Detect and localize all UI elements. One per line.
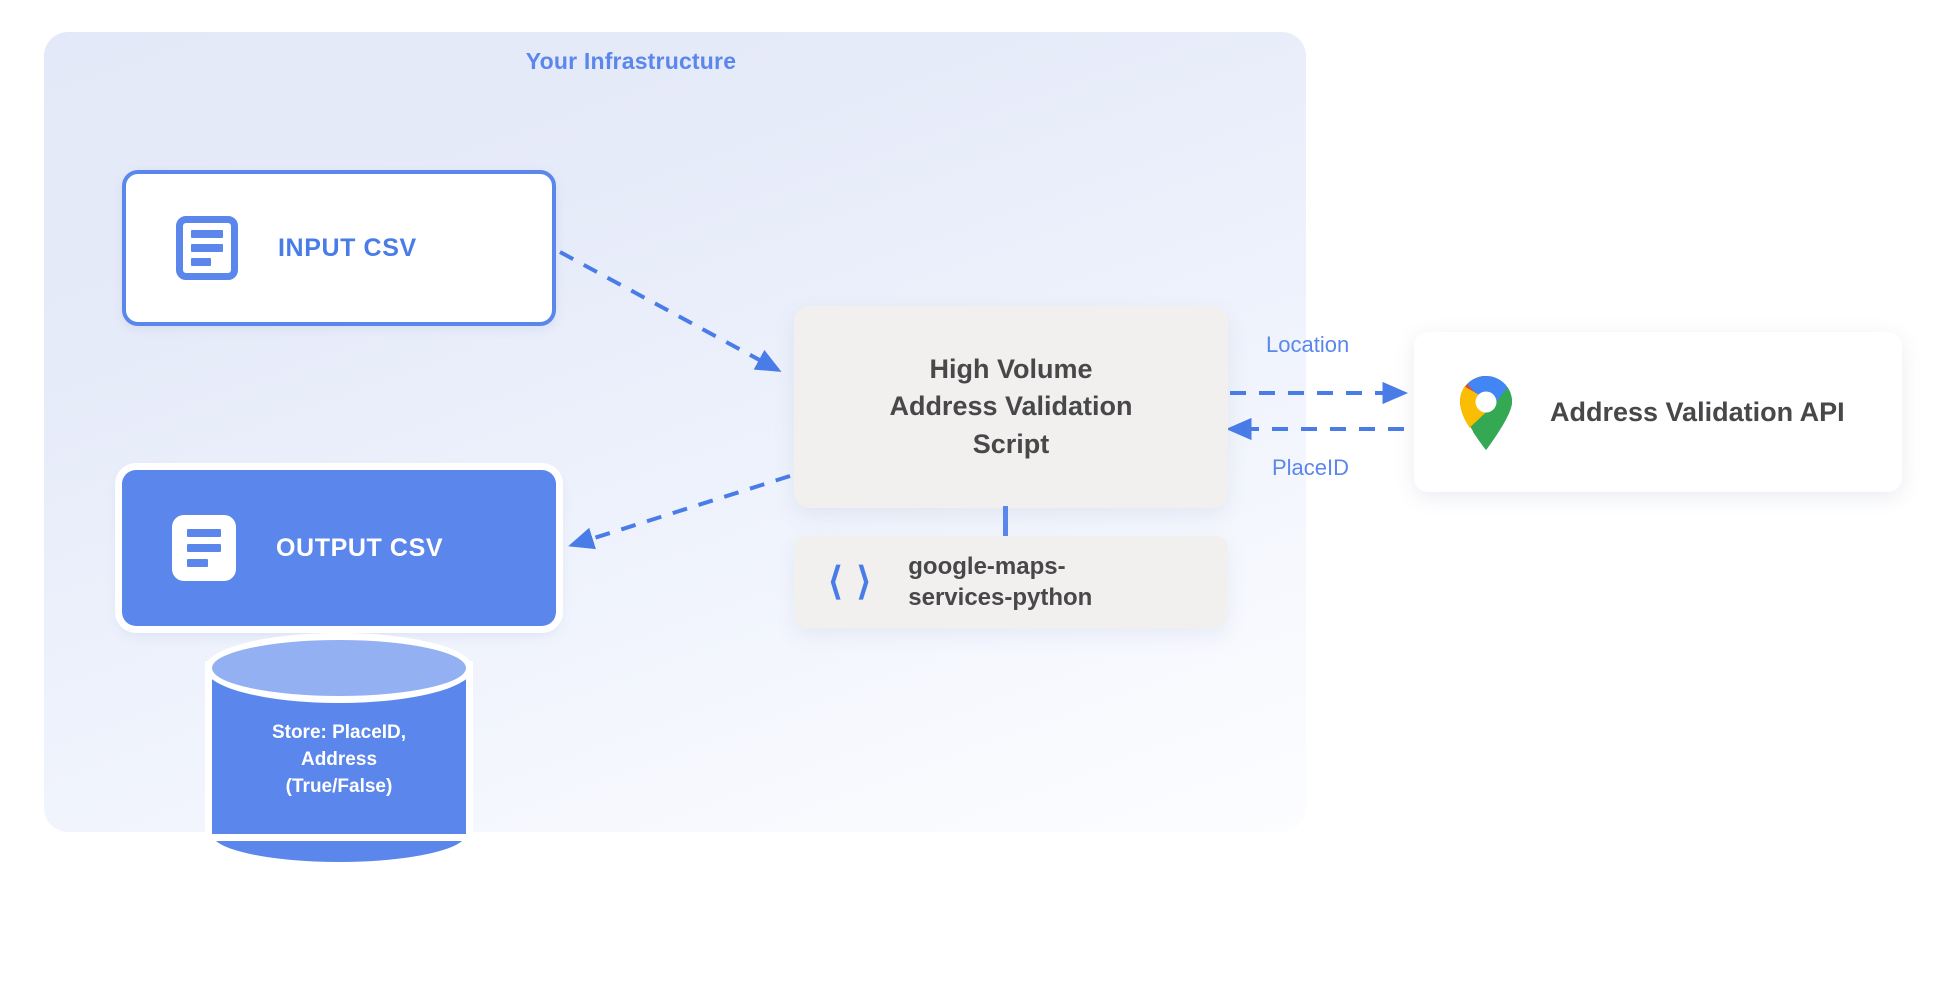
validation-script-node[interactable]: High Volume Address Validation Script xyxy=(794,306,1228,508)
library-label-line1: google-maps- xyxy=(908,552,1066,580)
edge-label-placeid: PlaceID xyxy=(1272,455,1350,480)
validation-script-label: High Volume Address Validation Script xyxy=(889,351,1132,463)
database-label-line1: Store: PlaceID, xyxy=(271,722,407,743)
database-label: Store: PlaceID, Address (True/False) xyxy=(212,720,466,801)
client-library-label: google-maps- services-python xyxy=(908,551,1092,613)
script-label-line1: High Volume xyxy=(929,354,1093,385)
address-validation-api-node[interactable]: Address Validation API xyxy=(1414,332,1902,492)
edge-label-location: Location xyxy=(1266,332,1350,357)
database-top xyxy=(212,640,466,696)
script-label-line3: Script xyxy=(972,428,1050,459)
code-brackets-icon: ⟨ ⟩ xyxy=(828,561,875,603)
input-csv-node[interactable]: INPUT CSV xyxy=(122,170,556,326)
database-label-line2: Address xyxy=(300,748,378,770)
google-maps-pin-icon xyxy=(1460,376,1512,450)
database-node[interactable]: Store: PlaceID, Address (True/False) xyxy=(212,640,466,862)
output-csv-label: OUTPUT CSV xyxy=(276,533,444,562)
database-label-line3: (True/False) xyxy=(285,775,393,797)
script-label-line2: Address Validation xyxy=(889,391,1133,422)
infrastructure-title: Your Infrastructure xyxy=(525,48,737,74)
input-csv-label: INPUT CSV xyxy=(278,233,417,262)
document-icon xyxy=(176,216,238,280)
client-library-node[interactable]: ⟨ ⟩ google-maps- services-python xyxy=(794,536,1228,628)
library-label-line2: services-python xyxy=(908,584,1093,611)
output-csv-node[interactable]: OUTPUT CSV xyxy=(122,470,556,626)
document-icon xyxy=(172,515,236,581)
script-library-connector xyxy=(1003,506,1008,542)
address-validation-api-label: Address Validation API xyxy=(1550,396,1845,427)
